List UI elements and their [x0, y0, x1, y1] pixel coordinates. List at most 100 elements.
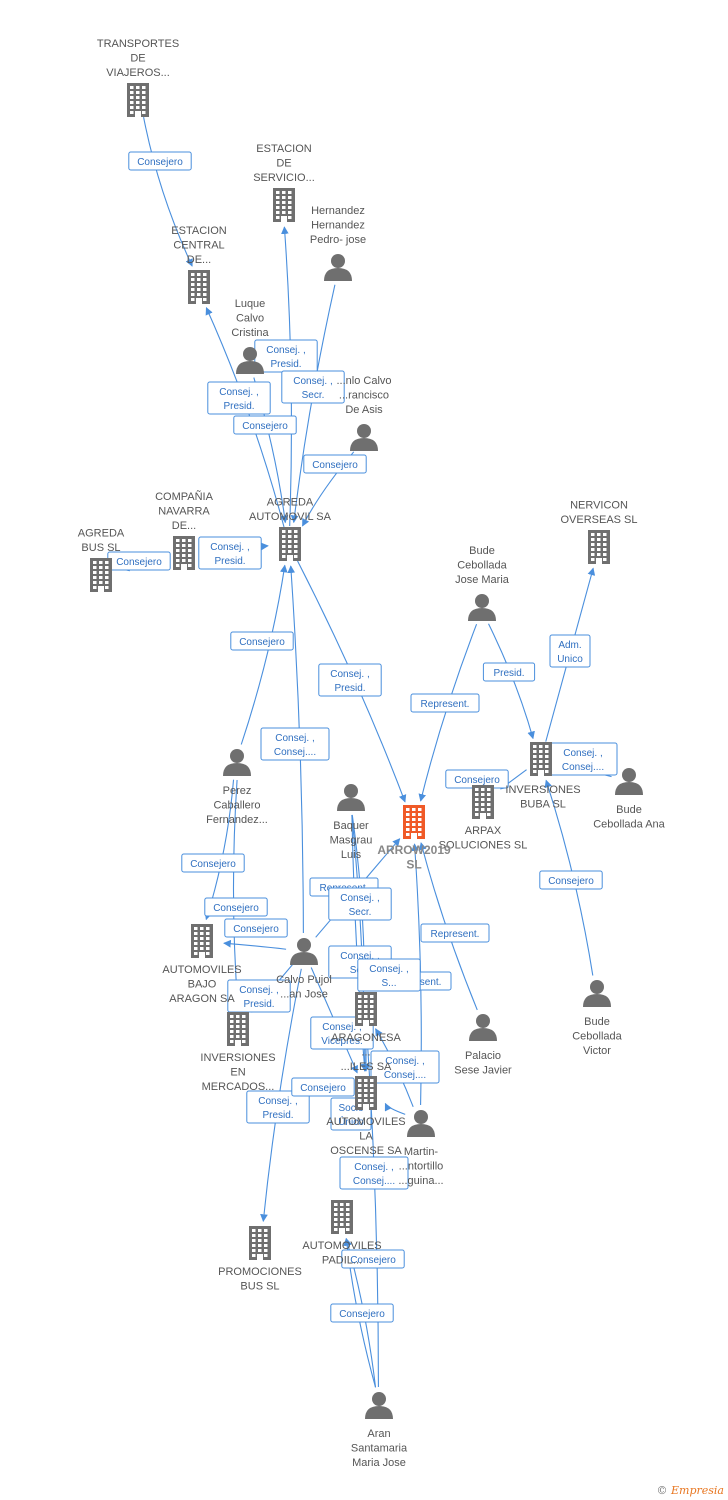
node-label: DE	[276, 158, 291, 170]
edge-label-badge[interactable]: Consejero	[107, 551, 171, 571]
node-label: MERCADOS...	[202, 1081, 275, 1093]
node-label: ESTACION	[256, 143, 311, 155]
footer-credit: © Empresia	[657, 1484, 725, 1497]
node-automoviles-padilla[interactable]: AUTOMOVILESPADIL...	[302, 1200, 382, 1267]
edge-label-text: Consej. ,	[563, 748, 602, 759]
edge-label-text: Presid.	[223, 401, 254, 412]
edge-label-text: Consejero	[116, 557, 162, 568]
edge-label-badge[interactable]: Consej. , Presid.	[246, 1090, 310, 1124]
node-compania-navarra[interactable]: COMPAÑIANAVARRADE...	[155, 490, 214, 570]
edge-label-badge[interactable]: Consej. ,S...	[357, 958, 421, 992]
edge-label-text: Consej. ,	[293, 376, 332, 387]
person-icon	[407, 1110, 435, 1137]
node-label: OVERSEAS SL	[560, 514, 637, 526]
edge-label-badge[interactable]: Consejero	[128, 151, 192, 171]
brand-name[interactable]: Empresia	[671, 1484, 724, 1497]
edge-label-badge[interactable]: Consejero	[181, 853, 245, 873]
edge-label-badge[interactable]: Consejero	[330, 1303, 394, 1323]
edge-label-text: Consejero	[350, 1255, 396, 1266]
edge-label-badge[interactable]: Consejero	[291, 1077, 355, 1097]
edge-label-badge[interactable]: Consej. ,Presid.	[207, 381, 271, 415]
edge-label-text: Presid.	[262, 1110, 293, 1121]
edge-label-badge[interactable]: Consej. ,Presid.	[318, 663, 382, 697]
edge-label-text: Consejero	[213, 903, 259, 914]
edge-label-badge[interactable]: Consej. ,Secr.	[328, 887, 392, 921]
node-estacion-central[interactable]: ESTACIONCENTRALDE...	[171, 225, 227, 304]
edge-label-badge[interactable]: Adm.Unico	[549, 634, 591, 668]
edge-label-badge[interactable]: Consej. ,Presid.	[254, 339, 318, 373]
node-inversiones-mercados[interactable]: INVERSIONESENMERCADOS...	[200, 1012, 276, 1093]
edge-label-badge[interactable]: Consejero	[224, 918, 288, 938]
edge-label-badge[interactable]: Consejero	[230, 631, 294, 651]
edge-label-badge[interactable]: Consejero	[539, 870, 603, 890]
node-calvo-pujol[interactable]: Calvo Pujol...an Jose	[276, 938, 332, 1001]
edge-label-text: Consej....	[353, 1176, 395, 1187]
edge-label-badge[interactable]: Represent.	[420, 923, 490, 943]
edge-label-badge[interactable]: Consej. , Consej....	[339, 1156, 409, 1190]
edge-label-text: Adm.	[558, 640, 581, 651]
node-label: AUTOMOVILES	[326, 1116, 405, 1128]
edge-label-text: Presid.	[214, 556, 245, 567]
node-label: AUTOMOVILES	[162, 964, 241, 976]
node-estacion-servicio[interactable]: ESTACIONDESERVICIO...	[253, 143, 315, 222]
edge-label-badge[interactable]: Represent.	[410, 693, 480, 713]
edge-label-text: Socio	[338, 1103, 363, 1114]
edge-label-badge[interactable]: Consejero	[204, 897, 268, 917]
node-label: BUS SL	[81, 542, 120, 554]
node-transportes[interactable]: TRANSPORTESDEVIAJEROS...	[97, 38, 179, 117]
edge-label-badge[interactable]: Consej. ,Secr.	[281, 370, 345, 404]
edge-label-text: Presid.	[270, 359, 301, 370]
edge-label-badge[interactable]: Consej. ,Consej....	[370, 1050, 440, 1084]
node-martin[interactable]: Martin-...ntortillo...guina...	[398, 1110, 444, 1187]
edge-label-badge[interactable]: Consej. ,Consej....	[548, 742, 618, 776]
edge-label-badge[interactable]: Consejero	[233, 415, 297, 435]
edge-label-badge[interactable]: Consej. ,Consej....	[260, 727, 330, 761]
node-label: ...guina...	[398, 1175, 443, 1187]
edge-line	[488, 623, 535, 740]
edge-label-text: Consejero	[242, 421, 288, 432]
edge-label-badge[interactable]: Consej. ,Presid.	[227, 979, 291, 1013]
node-label: AUTOMOVIL SA	[249, 511, 332, 523]
edge-label-text: Consejero	[454, 775, 500, 786]
node-label: AUTOMOVILES	[302, 1240, 381, 1252]
edge-label-text: Consej. ,	[385, 1056, 424, 1067]
node-label: Bude	[469, 545, 495, 557]
node-label: ...	[361, 1047, 370, 1059]
node-label: Martin-	[404, 1146, 439, 1158]
edge-label-badge[interactable]: Consejero	[341, 1249, 405, 1269]
edge-label-text: Consej. ,	[354, 1162, 393, 1173]
edge-label-badge[interactable]: Consej. ,Presid.	[198, 536, 262, 570]
edge-label-text: Presid.	[334, 683, 365, 694]
edge-label-text: Consej. ,	[340, 951, 379, 962]
node-label: ARAGONESA	[331, 1032, 401, 1044]
building-icon	[355, 1076, 377, 1110]
nodes-layer: TRANSPORTESDEVIAJEROS...ESTACIONDESERVIC…	[78, 38, 666, 1469]
node-aragonesa[interactable]: ARAGONESA......ILES SA	[331, 992, 402, 1073]
edge-label-text: Consej. ,	[258, 1096, 297, 1107]
node-label: ...nlo Calvo	[336, 375, 391, 387]
node-perez[interactable]: PerezCaballeroFernandez...	[206, 749, 268, 826]
edge-label-text: Represent.	[431, 929, 480, 940]
edge-label-text: Vicepres.	[321, 1036, 363, 1047]
edge-label-badge[interactable]: Consejero	[303, 454, 367, 474]
edge-label-badge[interactable]: Presid.	[482, 662, 536, 682]
node-label: Perez	[223, 785, 252, 797]
